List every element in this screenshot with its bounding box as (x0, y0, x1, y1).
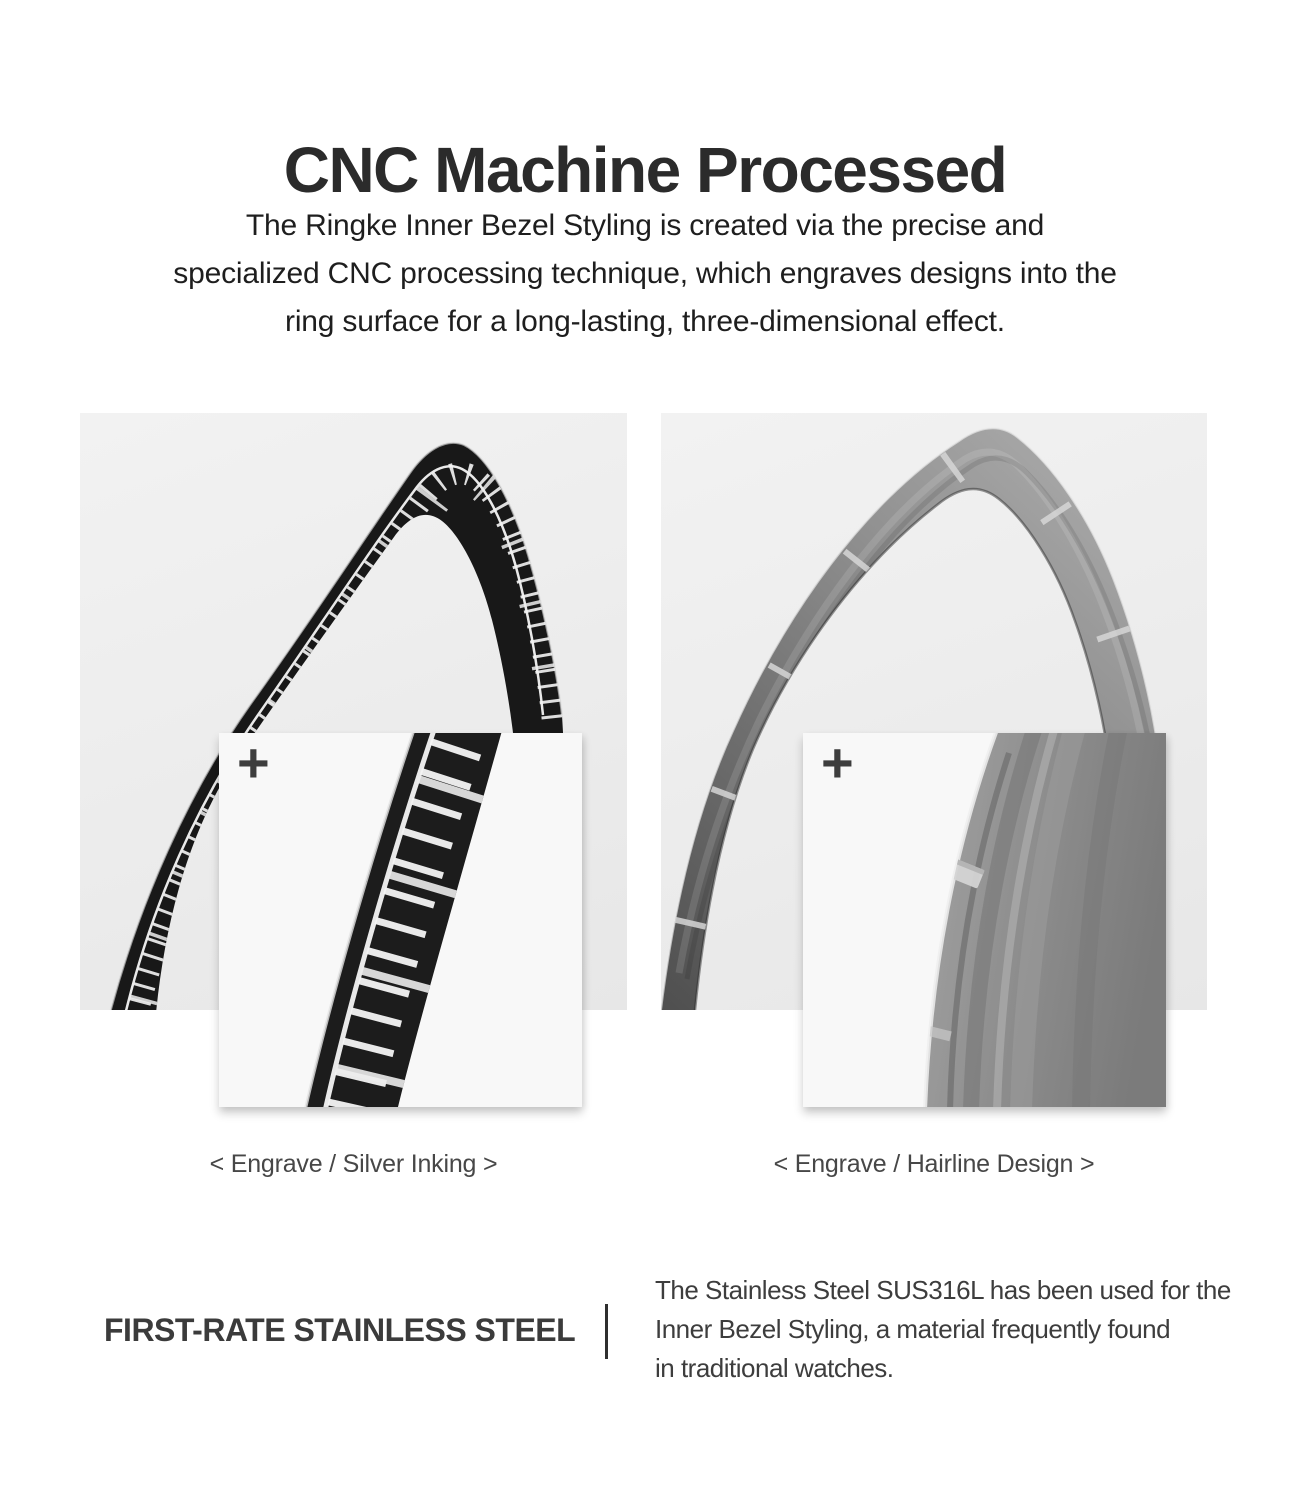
intro-line: specialized CNC processing technique, wh… (173, 257, 1117, 290)
photo-panel-hairline-design (661, 413, 1207, 1010)
footer-body-line: in traditional watches. (655, 1353, 894, 1383)
page-title: CNC Machine Processed (283, 133, 1008, 206)
plus-icon: + (821, 731, 854, 794)
bezel-photo-silver-inking-icon (109, 442, 566, 1010)
footer-body-line: The Stainless Steel SUS316L has been use… (655, 1275, 1231, 1305)
zoom-photo-silver-inking-icon (304, 733, 503, 1107)
footer-body: The Stainless Steel SUS316L has been use… (655, 1271, 1231, 1388)
caption-silver-inking: < Engrave / Silver Inking > (209, 1150, 498, 1178)
intro-line: The Ringke Inner Bezel Styling is create… (245, 209, 1045, 242)
bezel-photo-hairline-design-icon (661, 427, 1161, 1010)
zoom-inset-hairline-design: + (803, 733, 1166, 1107)
zoom-inset-silver-inking: + (219, 733, 582, 1107)
footer-heading: FIRST-RATE STAINLESS STEEL (104, 1312, 576, 1348)
footer-body-line: Inner Bezel Styling, a material frequent… (655, 1314, 1171, 1344)
plus-icon: + (237, 731, 270, 794)
intro-paragraph: The Ringke Inner Bezel Styling is create… (0, 202, 1290, 346)
zoom-photo-hairline-design-icon (923, 733, 1166, 1107)
caption-hairline-design: < Engrave / Hairline Design > (773, 1150, 1095, 1178)
intro-line: ring surface for a long-lasting, three-d… (285, 305, 1005, 338)
footer-divider (605, 1304, 608, 1359)
